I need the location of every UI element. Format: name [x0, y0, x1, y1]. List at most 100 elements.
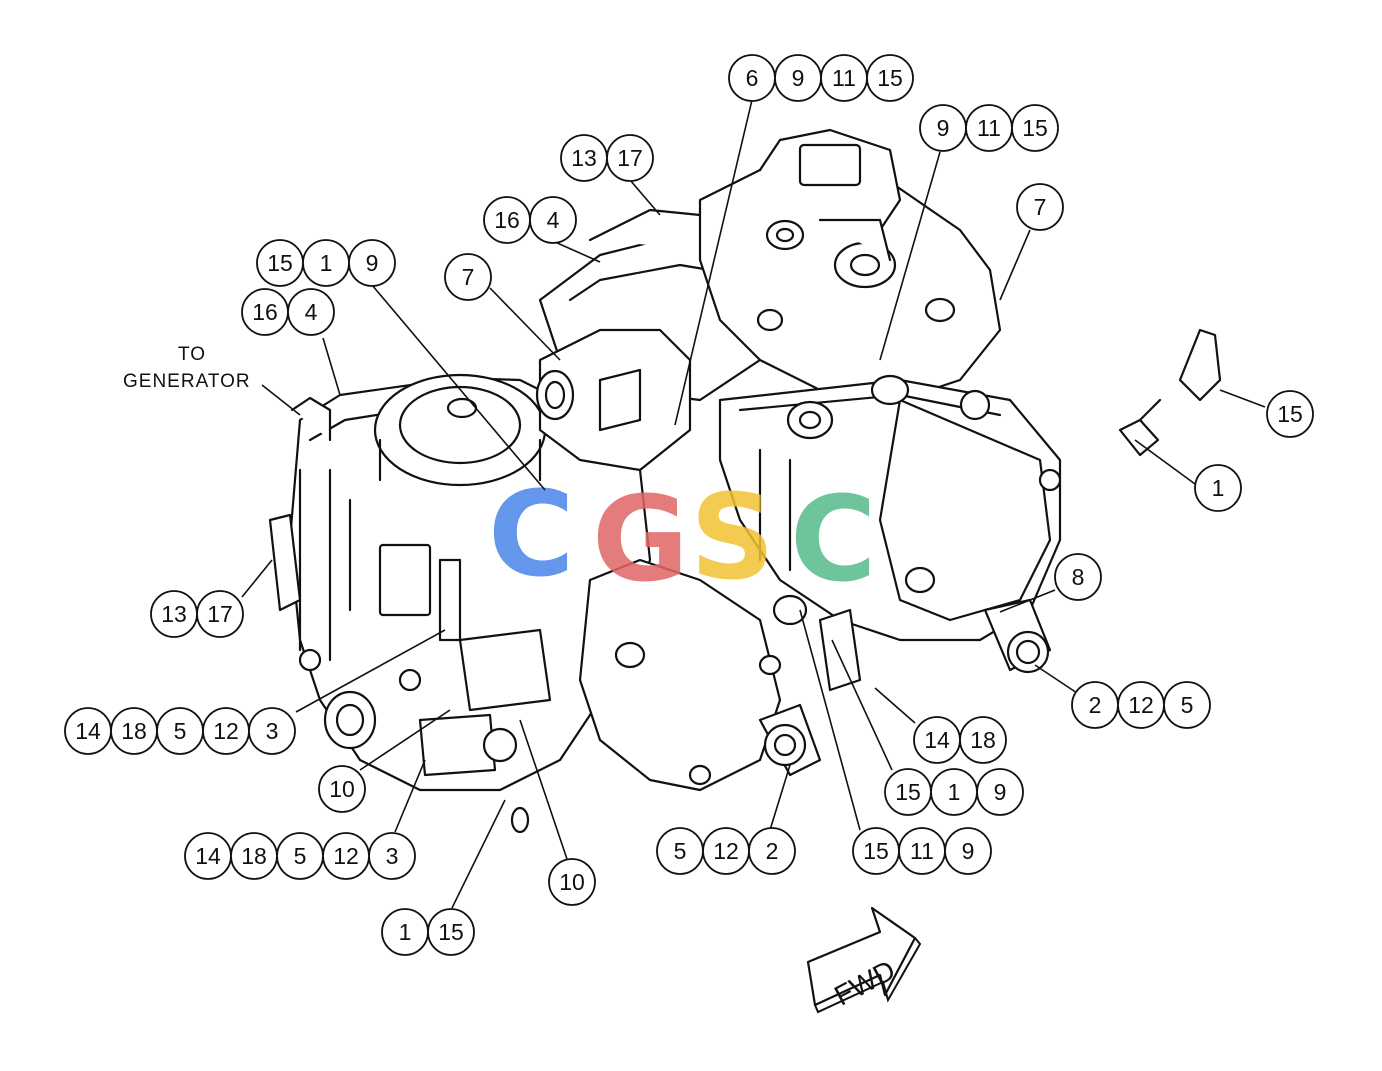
callout-number: 1 [399, 919, 412, 945]
callout-group: 7 [1016, 183, 1064, 231]
note-line-2: GENERATOR [123, 371, 251, 392]
callout-circle [444, 253, 492, 301]
callout-circle [196, 590, 244, 638]
callout-number: 15 [877, 65, 903, 91]
note-line-1: TO [178, 344, 206, 365]
callout-number: 9 [792, 65, 805, 91]
callout-number: 12 [213, 718, 239, 744]
callout-number: 10 [559, 869, 585, 895]
callout-group: 14 18 5 12 3 [64, 707, 296, 755]
watermark-letter-s: S [690, 468, 775, 606]
callout-number: 15 [1022, 115, 1048, 141]
callout-number: 8 [1072, 564, 1085, 590]
callout-number: 9 [937, 115, 950, 141]
callout-number: 9 [366, 250, 379, 276]
callout-group: 16 4 [241, 288, 335, 336]
callout-circle [1011, 104, 1059, 152]
callout-number: 15 [863, 838, 889, 864]
callout-number: 12 [333, 843, 359, 869]
callout-number: 16 [252, 299, 278, 325]
callout-number: 7 [462, 264, 475, 290]
callout-circle [427, 908, 475, 956]
callout-number: 4 [305, 299, 318, 325]
callout-circle [529, 196, 577, 244]
callout-group: 16 4 [483, 196, 577, 244]
callout-circle [959, 716, 1007, 764]
callout-group: 14 18 5 12 3 [184, 832, 416, 880]
callout-group: 6 9 11 15 [728, 54, 914, 102]
callout-circle [1266, 390, 1314, 438]
forward-direction-arrow: FWD [806, 906, 922, 1014]
callout-group: 5 12 2 [656, 827, 796, 875]
callout-group: 15 11 9 [852, 827, 992, 875]
callout-number: 12 [713, 838, 739, 864]
callout-number: 1 [320, 250, 333, 276]
callout-circle [368, 832, 416, 880]
callout-circle [1016, 183, 1064, 231]
callout-number: 1 [1212, 475, 1225, 501]
callout-circle [944, 827, 992, 875]
callout-circle [976, 768, 1024, 816]
watermark-letter-c2: C [790, 470, 877, 608]
callout-number: 2 [766, 838, 779, 864]
callout-group: 9 11 15 [919, 104, 1059, 152]
callout-group: 10 [548, 858, 596, 906]
callout-number: 13 [161, 601, 187, 627]
callout-group: 14 18 [913, 716, 1007, 764]
callout-number: 15 [1277, 401, 1303, 427]
to-generator-note: TO GENERATOR [123, 344, 251, 392]
callout-number: 17 [617, 145, 643, 171]
callout-circle [866, 54, 914, 102]
callout-circle [748, 827, 796, 875]
callout-number: 5 [294, 843, 307, 869]
callout-number: 18 [121, 718, 147, 744]
callout-number: 18 [241, 843, 267, 869]
callout-circle [1054, 553, 1102, 601]
watermark-letter-g: G [592, 470, 689, 608]
callout-number: 9 [994, 779, 1007, 805]
callout-number: 14 [195, 843, 221, 869]
callout-number: 11 [910, 838, 934, 864]
callout-number: 5 [174, 718, 187, 744]
callout-number: 3 [266, 718, 279, 744]
callout-number: 5 [674, 838, 687, 864]
callout-number: 14 [75, 718, 101, 744]
callout-number: 16 [494, 207, 520, 233]
callout-number: 4 [547, 207, 560, 233]
callout-number: 11 [832, 65, 856, 91]
callout-circle [606, 134, 654, 182]
callout-number: 1 [948, 779, 961, 805]
callout-circle [1163, 681, 1211, 729]
callout-group: 10 [318, 765, 366, 813]
callout-circle [318, 765, 366, 813]
callout-number: 14 [924, 727, 950, 753]
callout-number: 15 [895, 779, 921, 805]
callout-circle [287, 288, 335, 336]
callout-number: 3 [386, 843, 399, 869]
pump-assembly-illustration [268, 128, 1222, 834]
fwd-arrow-shape [806, 906, 917, 1007]
callout-number: 17 [207, 601, 233, 627]
callout-number: 9 [962, 838, 975, 864]
callout-number: 15 [267, 250, 293, 276]
callout-number: 6 [746, 65, 759, 91]
leader-lines [241, 99, 1266, 909]
callout-circle [248, 707, 296, 755]
callout-group: 1 15 [381, 908, 475, 956]
callout-group: 7 [444, 253, 492, 301]
callout-number: 12 [1128, 692, 1154, 718]
callout-circle [1194, 464, 1242, 512]
callout-number: 5 [1181, 692, 1194, 718]
callout-number: 7 [1034, 194, 1047, 220]
callout-circle [348, 239, 396, 287]
callout-number: 15 [438, 919, 464, 945]
callout-number: 11 [977, 115, 1001, 141]
watermark-letter-c1: C [488, 465, 575, 603]
watermark-logo: C G S C [488, 465, 877, 608]
callout-number: 18 [970, 727, 996, 753]
